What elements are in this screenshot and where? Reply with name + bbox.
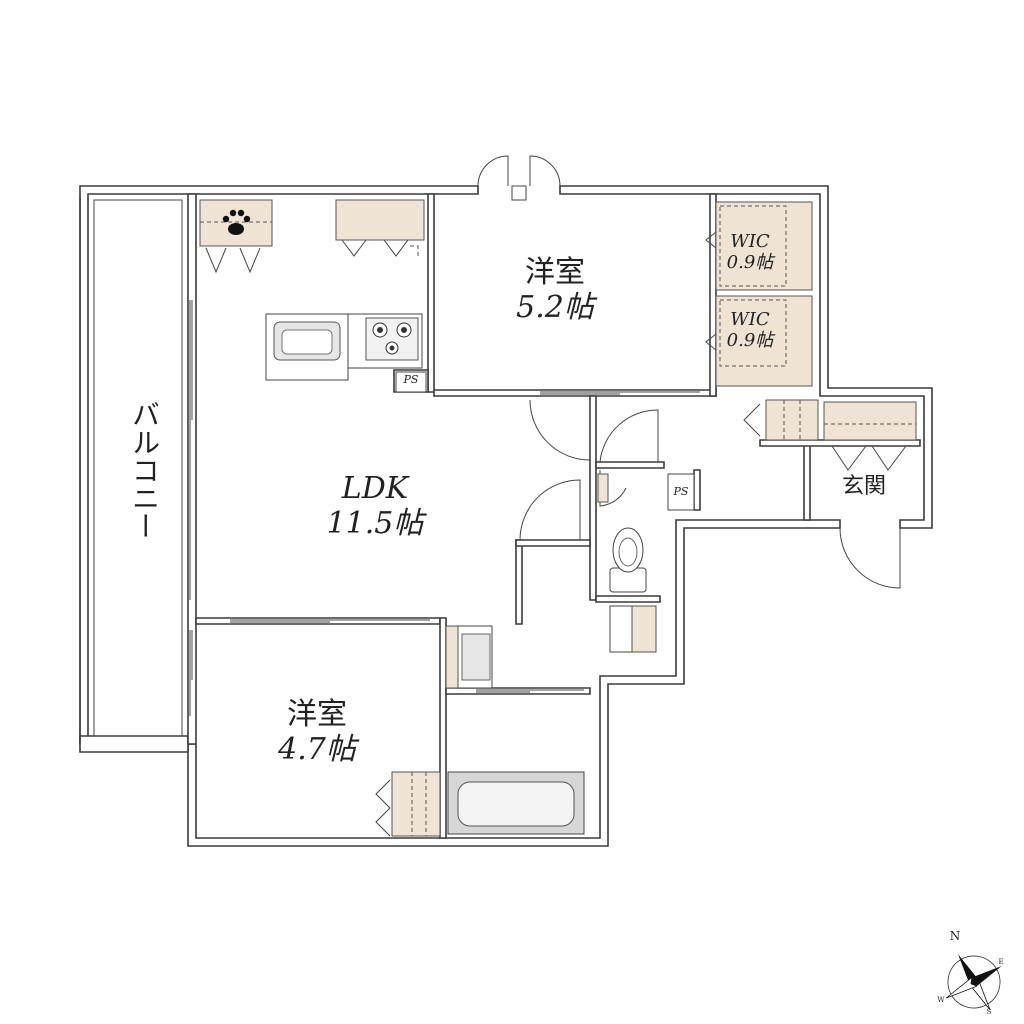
room-name: LDK — [341, 471, 409, 506]
room-wic-lower: WIC 0.9帖 — [714, 309, 786, 351]
room-size: 5.2帖 — [516, 289, 594, 325]
toilet-icon — [609, 527, 647, 593]
room-entrance: 玄関 — [826, 474, 902, 499]
room-size: 11.5帖 — [326, 505, 424, 541]
room-size: 0.9帖 — [726, 329, 774, 351]
bathtub-icon — [447, 771, 585, 835]
wic-lower — [705, 295, 813, 387]
closet-west-4 — [375, 771, 441, 837]
ps-kitchen-box — [395, 371, 427, 393]
room-western-5: 洋室 5.2帖 — [500, 255, 610, 325]
ps-label-hall: PS — [673, 485, 689, 498]
hall-storage — [743, 399, 819, 441]
room-name: 洋室 — [287, 697, 347, 732]
ps-label-kitchen: PS — [403, 373, 419, 386]
kitchen-counter — [265, 313, 423, 381]
compass-south: S — [986, 1008, 992, 1016]
wic-upper — [705, 201, 813, 291]
paw-icon — [222, 209, 251, 235]
room-name: WIC — [730, 309, 770, 330]
compass-north: N — [949, 929, 961, 943]
compass-west: W — [937, 996, 945, 1004]
top-door — [477, 155, 561, 201]
compass-east: E — [998, 958, 1004, 966]
room-western-4: 洋室 4.7帖 — [262, 697, 372, 767]
room-ldk: LDK 11.5帖 — [310, 471, 440, 541]
sliding-doors — [189, 300, 700, 716]
entrance-door — [839, 527, 901, 589]
compass-rose-icon — [946, 954, 1002, 1010]
room-name: 洋室 — [525, 255, 585, 290]
interior-walls — [195, 193, 921, 839]
room-size: 0.9帖 — [726, 251, 774, 273]
kitchen-sink-icon — [273, 321, 341, 361]
kitchen-cabinet — [335, 199, 425, 257]
vanity — [445, 625, 493, 689]
room-name: バルコニー — [128, 400, 161, 540]
wash-basin — [609, 605, 657, 653]
toilet-shelf — [597, 473, 609, 503]
room-name: WIC — [730, 231, 770, 252]
pet-storage — [199, 199, 273, 274]
balcony — [93, 199, 183, 737]
room-wic-upper: WIC 0.9帖 — [714, 231, 786, 273]
ps-hall-box — [667, 473, 695, 511]
room-size: 4.7帖 — [278, 731, 356, 767]
interior-doors — [519, 399, 659, 541]
room-balcony: バルコニー — [118, 400, 161, 540]
gas-stove-icon — [365, 317, 419, 361]
entrance-cabinet — [823, 401, 917, 471]
room-name: 玄関 — [841, 474, 886, 499]
